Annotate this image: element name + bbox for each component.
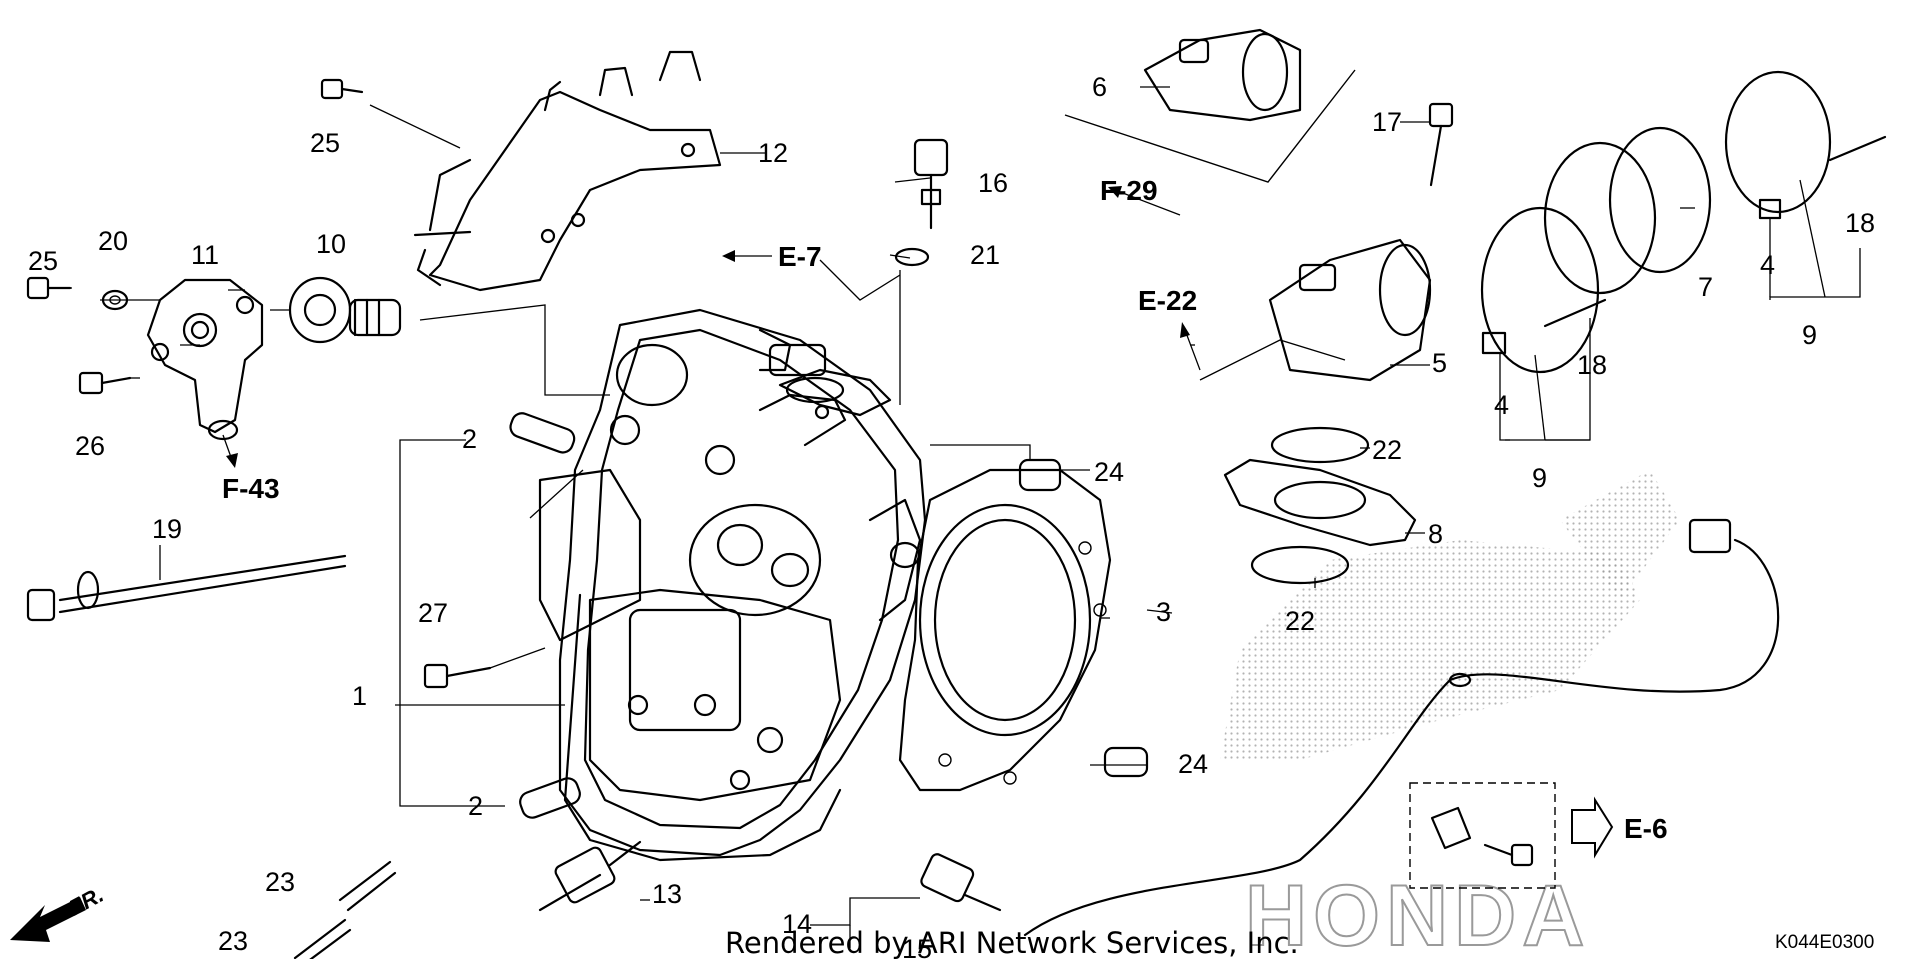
callout-12: 12 bbox=[758, 138, 788, 168]
callout-10: 10 bbox=[316, 229, 346, 259]
callout-5: 5 bbox=[1432, 348, 1447, 378]
credit-text: Rendered by ARI Network Services, Inc. bbox=[725, 926, 1299, 959]
callout-9-upper: 9 bbox=[1802, 320, 1817, 350]
callout-4-upper: 4 bbox=[1760, 250, 1775, 280]
callout-9-lower: 9 bbox=[1532, 463, 1547, 493]
gasket-22-lower bbox=[1250, 545, 1350, 585]
callout-6: 6 bbox=[1092, 72, 1107, 102]
thermostat bbox=[288, 276, 402, 344]
reference-arrows bbox=[222, 186, 1614, 859]
diagram-code: K044E0300 bbox=[1775, 932, 1874, 953]
gasket-22-upper bbox=[1270, 426, 1370, 464]
callout-22-lower: 22 bbox=[1285, 606, 1315, 636]
callout-16: 16 bbox=[978, 168, 1008, 198]
callout-23-lower: 23 bbox=[218, 926, 248, 956]
callout-18-upper: 18 bbox=[1845, 208, 1875, 238]
bolt-18-lower bbox=[1543, 298, 1607, 328]
intake-manifold-6 bbox=[1143, 28, 1302, 122]
band-clip-lower bbox=[1481, 331, 1507, 355]
pressure-sensor bbox=[920, 853, 1002, 912]
callout-26: 26 bbox=[75, 431, 105, 461]
temperature-sensor bbox=[913, 138, 949, 230]
hose-band-upper bbox=[1724, 70, 1832, 214]
dowel-pin-lower bbox=[519, 777, 581, 819]
callout-18-lower: 18 bbox=[1577, 350, 1607, 380]
callout-8: 8 bbox=[1428, 519, 1443, 549]
bolt-27 bbox=[423, 663, 492, 689]
intake-manifold-5 bbox=[1268, 238, 1432, 382]
callout-25-left: 25 bbox=[28, 246, 58, 276]
callout-13: 13 bbox=[652, 879, 682, 909]
cylinder-head bbox=[538, 308, 927, 862]
callout-14: 14 bbox=[782, 909, 812, 939]
ref-f29: F-29 bbox=[1100, 175, 1158, 206]
ref-f43: F-43 bbox=[222, 473, 280, 504]
honda-wing-watermark: HONDA bbox=[1220, 470, 1680, 964]
ref-e6: E-6 bbox=[1624, 813, 1668, 844]
callout-2-lower: 2 bbox=[468, 791, 483, 821]
ref-e7: E-7 bbox=[778, 241, 822, 272]
callout-24-upper: 24 bbox=[1094, 457, 1124, 487]
bolt-25-top bbox=[320, 78, 364, 100]
intake-tube bbox=[1543, 141, 1657, 295]
insulator-8 bbox=[1223, 458, 1417, 547]
callout-21: 21 bbox=[970, 240, 1000, 270]
callout-23-upper: 23 bbox=[265, 867, 295, 897]
bolt-18-upper bbox=[1828, 135, 1887, 162]
wire-harness-bracket bbox=[413, 50, 722, 292]
callout-11: 11 bbox=[191, 240, 219, 270]
spark-plug bbox=[538, 840, 642, 912]
section-6-frame bbox=[1064, 69, 1356, 183]
hose-band-lower bbox=[1480, 206, 1600, 374]
callout-1: 1 bbox=[352, 681, 367, 711]
front-direction-arrow: FR. bbox=[10, 882, 108, 942]
e6-inset-parts bbox=[1430, 806, 1534, 867]
stud-23-lower bbox=[293, 918, 347, 960]
callout-7: 7 bbox=[1698, 272, 1713, 302]
dowel-pin-upper bbox=[509, 412, 576, 454]
callout-17: 17 bbox=[1372, 107, 1402, 137]
callout-22-upper: 22 bbox=[1372, 435, 1402, 465]
thermostat-cover bbox=[146, 278, 264, 441]
cylinder-head-gasket bbox=[898, 468, 1112, 792]
callout-19: 19 bbox=[152, 514, 182, 544]
sensor-harness bbox=[1023, 518, 1780, 937]
bolt-17 bbox=[1428, 102, 1454, 187]
dowel-24-lower bbox=[1103, 746, 1149, 778]
long-bolt-19 bbox=[26, 554, 347, 622]
washer-21 bbox=[894, 247, 930, 267]
callout-24-lower: 24 bbox=[1178, 749, 1208, 779]
callout-3: 3 bbox=[1156, 597, 1171, 627]
callout-numbers: 1 2 2 3 4 4 5 6 7 8 9 9 10 11 12 13 14 1… bbox=[28, 72, 1875, 964]
bolt-26 bbox=[78, 371, 132, 395]
ref-e22: E-22 bbox=[1138, 285, 1197, 316]
callout-4-lower: 4 bbox=[1494, 390, 1509, 420]
honda-watermark-text: HONDA bbox=[1245, 868, 1590, 959]
callout-27: 27 bbox=[418, 598, 448, 628]
stud-23-upper bbox=[338, 860, 392, 902]
callout-20: 20 bbox=[98, 226, 128, 256]
callout-25-top: 25 bbox=[310, 128, 340, 158]
dowel-24-upper bbox=[1018, 458, 1062, 492]
e6-inset-frame bbox=[1409, 782, 1556, 889]
callout-2-upper: 2 bbox=[462, 424, 477, 454]
leader-lines bbox=[60, 86, 1861, 948]
reference-labels: E-7 F-29 E-22 F-43 E-6 bbox=[222, 175, 1668, 844]
